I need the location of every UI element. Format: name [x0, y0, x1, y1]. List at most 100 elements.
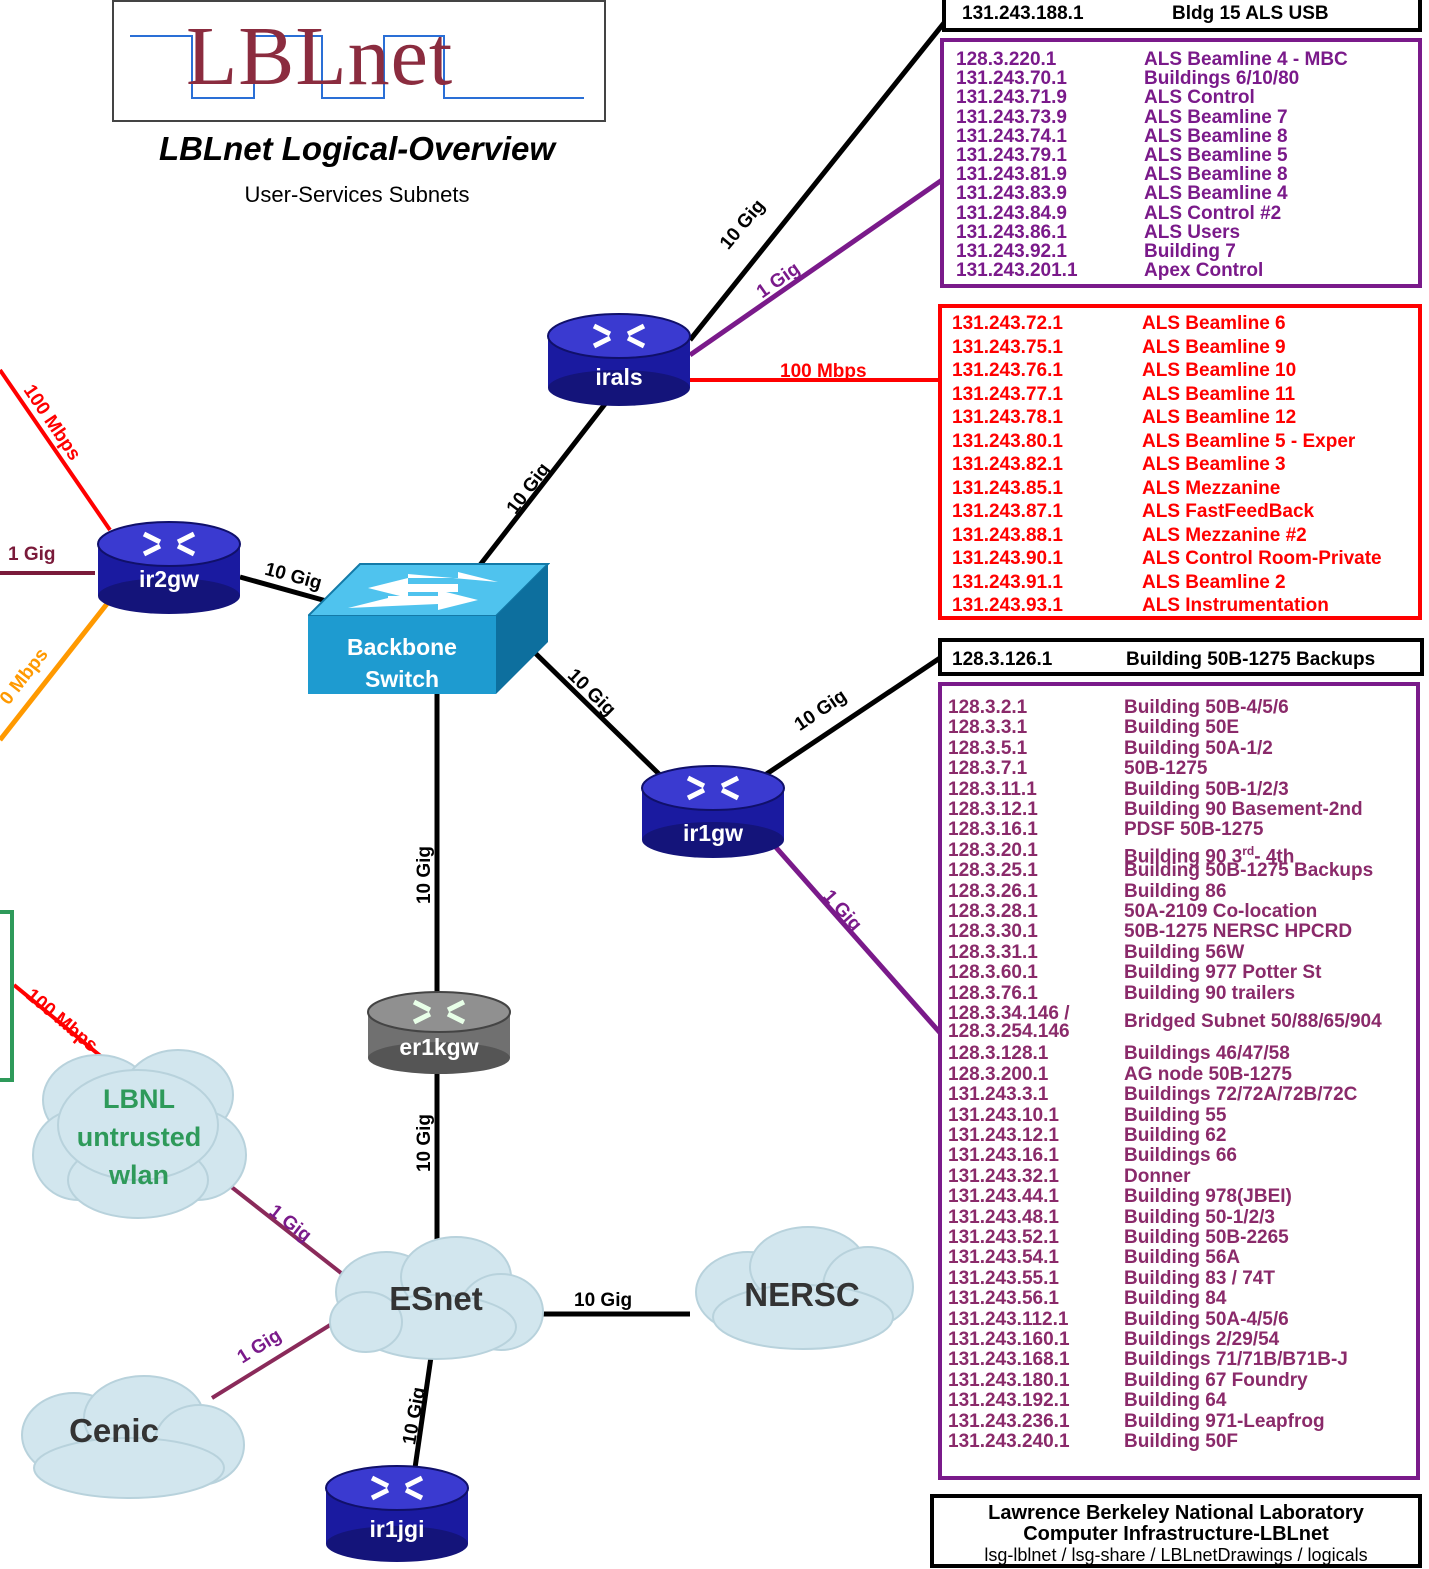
subnet-name-text: ALS Beamline 5 - Exper: [1142, 430, 1356, 452]
subnet-name-text: Building 50A-4/5/6: [1124, 1308, 1289, 1330]
subnet-name-tail: - 4th: [1254, 846, 1295, 868]
subnet-name: Building 978(JBEI): [1124, 1187, 1292, 1207]
subnet-name: ALS Beamline 10: [1142, 361, 1296, 381]
subnet-name: Buildings 71/71B/B71B-J: [1124, 1350, 1348, 1370]
subnet-name-text: Building 50-1/2/3: [1124, 1206, 1275, 1228]
subnet-name: Building 971-Leapfrog: [1124, 1411, 1325, 1432]
footer-titleblock: Lawrence Berkeley National Laboratory Co…: [930, 1494, 1422, 1568]
router-ir1jgi[interactable]: ir1jgi: [322, 1464, 472, 1564]
subnet-ip: 128.3.11.1: [948, 778, 1037, 800]
link-esnet-ir1jgi: [412, 1349, 435, 1469]
subnet-ip: 131.243.3.1: [948, 1084, 1049, 1106]
link-backbone-irals: [478, 393, 614, 567]
subnet-ip: 128.3.25.1: [948, 860, 1038, 882]
subnet-name-text: Building 90 Basement-2nd: [1124, 799, 1363, 820]
subnet-name-text: Buildings 2/29/54: [1124, 1329, 1280, 1350]
subnet-name: Building 83 / 74T: [1124, 1268, 1275, 1289]
subnet-ip: 131.243.201.1: [956, 260, 1078, 282]
subnet-ip: 131.243.77.1: [952, 383, 1063, 405]
subnet-name: Building 90 3rd- 4th: [1124, 841, 1294, 867]
subnet-ip: 131.243.55.1: [948, 1267, 1059, 1289]
router-irals-label: irals: [595, 364, 643, 390]
subnet-name-text: Buildings 66: [1124, 1145, 1237, 1167]
cloud-lbnl-wlan[interactable]: LBNL untrusted wlan: [28, 1040, 250, 1220]
cloud-nersc-shape: [695, 1226, 914, 1350]
subnet-ip: 128.3.7.1: [948, 758, 1028, 780]
subnet-ip: 131.243.76.1: [952, 360, 1063, 381]
subnet-name-text: Apex Control: [1144, 260, 1264, 282]
subnet-name: Building 56W: [1124, 942, 1244, 963]
subnet-name-text: Building 50A-1/2: [1124, 737, 1273, 759]
router-irals[interactable]: irals: [544, 312, 694, 408]
subnet-name: ALS Instrumentation: [1142, 596, 1329, 616]
subnet-name: Building 67 Foundry: [1124, 1369, 1308, 1391]
subnet-name-text: Building 50B-1275 Backups: [1124, 860, 1374, 882]
bldg15-box: 131.243.188.1 Bldg 15 ALS USB: [942, 0, 1422, 32]
cloud-lbnl-line3: wlan: [108, 1160, 169, 1190]
subnet-ip: 128.3.16.1: [948, 819, 1038, 841]
router-ir1gw-icon: [641, 765, 785, 858]
router-er1kgw-icon: [367, 991, 511, 1074]
subnet-ip: 128.3.60.1: [948, 962, 1038, 984]
subnet-name: ALS Beamline 6: [1142, 314, 1286, 334]
subnet-name-text: Building 55: [1124, 1104, 1227, 1126]
cloud-cenic[interactable]: Cenic: [14, 1370, 246, 1500]
subnet-name-text: ALS Control: [1144, 87, 1255, 109]
subnet-ip: 128.3.3.1: [948, 717, 1028, 739]
subnet-name-text: 50B-1275 NERSC HPCRD: [1124, 921, 1353, 943]
router-ir2gw-icon: [97, 521, 241, 614]
cloud-esnet-label: ESnet: [389, 1280, 483, 1317]
link-ir2gw-left-orange: [0, 598, 112, 742]
backbone-switch[interactable]: Backbone Switch: [305, 560, 551, 696]
subnet-name: Building 977 Potter St: [1124, 963, 1321, 983]
subnet-name: ALS Control Room-Private: [1142, 549, 1382, 569]
subnet-name: Buildings 6/10/80: [1144, 69, 1299, 89]
subnet-ip: 131.243.75.1: [952, 336, 1063, 358]
subnet-name-text: Building 90 3: [1124, 846, 1243, 868]
subnet-name: ALS Beamline 7: [1144, 107, 1288, 128]
subnet-name-text: Buildings 6/10/80: [1144, 68, 1300, 90]
subnet-ip: 131.243.84.9: [956, 202, 1067, 224]
subnet-name: ALS Beamline 8: [1144, 165, 1288, 185]
router-ir1jgi-label: ir1jgi: [369, 1516, 425, 1542]
subnet-name: ALS Beamline 3: [1142, 455, 1286, 475]
subnet-name: Building 56A: [1124, 1248, 1240, 1268]
subnet-name-text: Building 50B-1/2/3: [1124, 778, 1289, 800]
subnet-name-text: Building 67 Foundry: [1124, 1369, 1308, 1391]
bldg15-ip: 131.243.188.1: [962, 3, 1084, 24]
backbone-switch-label-2: Switch: [364, 666, 440, 692]
subnet-name: ALS Beamline 5 - Exper: [1142, 430, 1356, 452]
subnet-name: ALS Mezzanine: [1142, 478, 1280, 499]
subnet-name-text: Donner: [1124, 1165, 1191, 1187]
subnet-ip: 131.243.56.1: [948, 1288, 1059, 1310]
link-label-ir2gw-left-dark: 1 Gig: [8, 544, 56, 565]
subnet-name: ALS Beamline 4: [1144, 184, 1288, 204]
subnet-name: 50B-1275: [1124, 759, 1207, 779]
subnet-name: Building 50B-1/2/3: [1124, 778, 1289, 800]
subnet-name: Building 64: [1124, 1391, 1226, 1411]
bldg15-name: Bldg 15 ALS USB: [1172, 3, 1329, 24]
subnet-name-text: Buildings 72/72A/72B/72C: [1124, 1084, 1358, 1106]
subnet-name-text: ALS Beamline 11: [1142, 383, 1296, 405]
subnet-ip: 128.3.28.1: [948, 901, 1038, 922]
subnet-ip: 131.243.74.1: [956, 125, 1067, 147]
page-subtitle: User-Services Subnets: [244, 182, 470, 207]
subnet-name: Buildings 66: [1124, 1146, 1237, 1166]
router-ir1gw[interactable]: ir1gw: [638, 764, 788, 860]
cloud-cenic-label: Cenic: [69, 1412, 159, 1449]
router-ir2gw[interactable]: ir2gw: [94, 520, 244, 616]
subnet-name-text: Building 50E: [1124, 717, 1240, 739]
cloud-nersc[interactable]: NERSC: [688, 1222, 916, 1352]
subnet-name-text: ALS Beamline 4: [1144, 183, 1288, 205]
subnet-name-text: ALS Beamline 12: [1142, 407, 1297, 428]
subnet-name-text: Building 84: [1124, 1288, 1227, 1310]
subnet-name-text: Building 56A: [1124, 1247, 1241, 1269]
subnet-name-text: ALS Beamline 3: [1142, 454, 1286, 475]
subnet-name-text: Buildings 46/47/58: [1124, 1043, 1290, 1065]
subnet-ip: 131.243.85.1: [952, 477, 1063, 499]
cloud-esnet[interactable]: ESnet: [326, 1232, 546, 1362]
link-irals-bldg15: [688, 16, 950, 342]
subnet-name: ALS Beamline 8: [1144, 126, 1288, 147]
router-er1kgw[interactable]: er1kgw: [364, 990, 514, 1076]
cloud-esnet-shape: [329, 1236, 544, 1360]
